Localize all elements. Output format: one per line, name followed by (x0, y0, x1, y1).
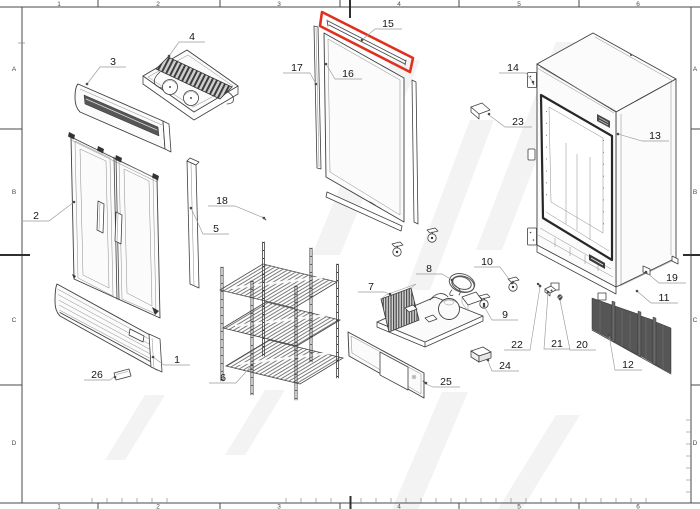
callout-11-label: 11 (659, 292, 670, 304)
zone-col-label: 3 (277, 1, 281, 8)
part-6-wire-shelving (218, 241, 345, 401)
zone-col-label: 6 (636, 504, 640, 509)
callout-15: 15 (360, 18, 402, 42)
zone-row-label: D (693, 440, 698, 447)
zone-col-label: 4 (397, 504, 401, 509)
callout-26: 26 (84, 369, 117, 381)
callout-8-label: 8 (426, 263, 432, 275)
part-12-condenser-guard (591, 297, 672, 375)
zone-col-label: 5 (517, 1, 521, 8)
part-16-glass-panel (323, 32, 419, 232)
callout-16-label: 16 (342, 68, 354, 80)
callout-5-label: 5 (213, 223, 219, 235)
callouts: 1 2 3 4 5 6 7 8 9 10 11 12 13 14 15 16 1… (23, 18, 686, 388)
callout-21-label: 21 (551, 338, 563, 350)
callout-5: 5 (189, 206, 229, 235)
zone-col-label: 2 (156, 504, 160, 509)
zone-col-label: 1 (57, 504, 61, 509)
zone-row-label: C (693, 317, 698, 324)
callout-13-label: 13 (649, 130, 661, 142)
callout-10: 10 (474, 256, 514, 285)
callout-26-label: 26 (91, 369, 103, 381)
callout-2-label: 2 (33, 210, 39, 222)
callout-13: 13 (616, 130, 669, 142)
callout-25: 25 (424, 376, 460, 388)
callout-22-label: 22 (511, 339, 523, 351)
callout-18: 18 (208, 195, 266, 220)
callout-17-label: 17 (291, 62, 303, 74)
zone-row-label: A (12, 66, 17, 73)
zone-row-label: B (693, 189, 697, 196)
callout-12-label: 12 (622, 359, 634, 371)
callout-20-label: 20 (576, 339, 588, 351)
callout-3: 3 (85, 56, 126, 86)
callout-22: 22 (504, 284, 542, 351)
callout-4: 4 (167, 31, 205, 58)
callout-8: 8 (416, 263, 454, 282)
callout-4-label: 4 (189, 31, 195, 43)
callout-3-label: 3 (110, 56, 116, 68)
zone-col-label: 2 (156, 1, 160, 8)
zone-col-label: 1 (57, 1, 61, 8)
part-26-name-plate (113, 368, 132, 381)
callout-1: 1 (151, 354, 190, 366)
part-17-side-trim (313, 25, 322, 170)
callout-19: 19 (644, 270, 686, 284)
part-7-compressor-assembly (376, 280, 484, 348)
zone-col-label: 5 (517, 504, 521, 509)
callout-15-label: 15 (382, 18, 394, 30)
callout-24: 24 (486, 358, 519, 372)
callout-9: 9 (482, 304, 518, 321)
part-10-caster (507, 276, 520, 292)
callout-18-label: 18 (216, 195, 228, 207)
caster-wheel (426, 227, 439, 243)
zone-row-label: C (12, 317, 17, 324)
callout-9-label: 9 (502, 309, 508, 321)
zone-row-label: B (12, 189, 16, 196)
cabinet-body (527, 32, 679, 301)
zone-row-label: D (12, 440, 17, 447)
callout-23-label: 23 (512, 116, 524, 128)
part-15-top-rail (318, 10, 415, 74)
zone-col-label: 6 (636, 1, 640, 8)
callout-24-label: 24 (499, 360, 511, 372)
callout-19-label: 19 (666, 272, 678, 284)
part-4-condenser-tray (142, 49, 239, 121)
callout-2: 2 (23, 200, 76, 222)
part-9-caster (478, 293, 491, 309)
part-2-double-doors (68, 132, 161, 319)
part-8-tubing-coil (448, 273, 476, 297)
zone-row-label: A (693, 66, 698, 73)
zone-col-label: 4 (397, 1, 401, 8)
callout-25-label: 25 (440, 376, 452, 388)
callout-7-label: 7 (368, 281, 374, 293)
callout-21: 21 (543, 290, 570, 350)
callout-14-label: 14 (507, 62, 519, 74)
part-5-mullion-post (186, 157, 200, 289)
callout-1-label: 1 (174, 354, 180, 366)
callout-11: 11 (635, 289, 678, 304)
callout-10-label: 10 (481, 256, 493, 268)
callout-12: 12 (607, 333, 642, 371)
callout-16: 16 (324, 62, 362, 80)
callout-7: 7 (358, 281, 392, 296)
part-1-louver-grille (54, 283, 163, 373)
callout-20: 20 (558, 297, 596, 351)
caster-wheel (391, 241, 404, 257)
callout-6-label: 6 (220, 372, 226, 384)
part-3-top-grille (74, 83, 172, 153)
callout-6: 6 (209, 363, 254, 384)
part-25-access-panel (347, 331, 427, 399)
highlight-box (318, 10, 415, 74)
callout-17: 17 (283, 62, 318, 86)
zone-col-label: 3 (277, 504, 281, 509)
callout-14: 14 (499, 62, 535, 84)
callout-23: 23 (487, 112, 532, 128)
part-23-bracket (470, 102, 491, 120)
part-24-junction-box (470, 346, 492, 363)
